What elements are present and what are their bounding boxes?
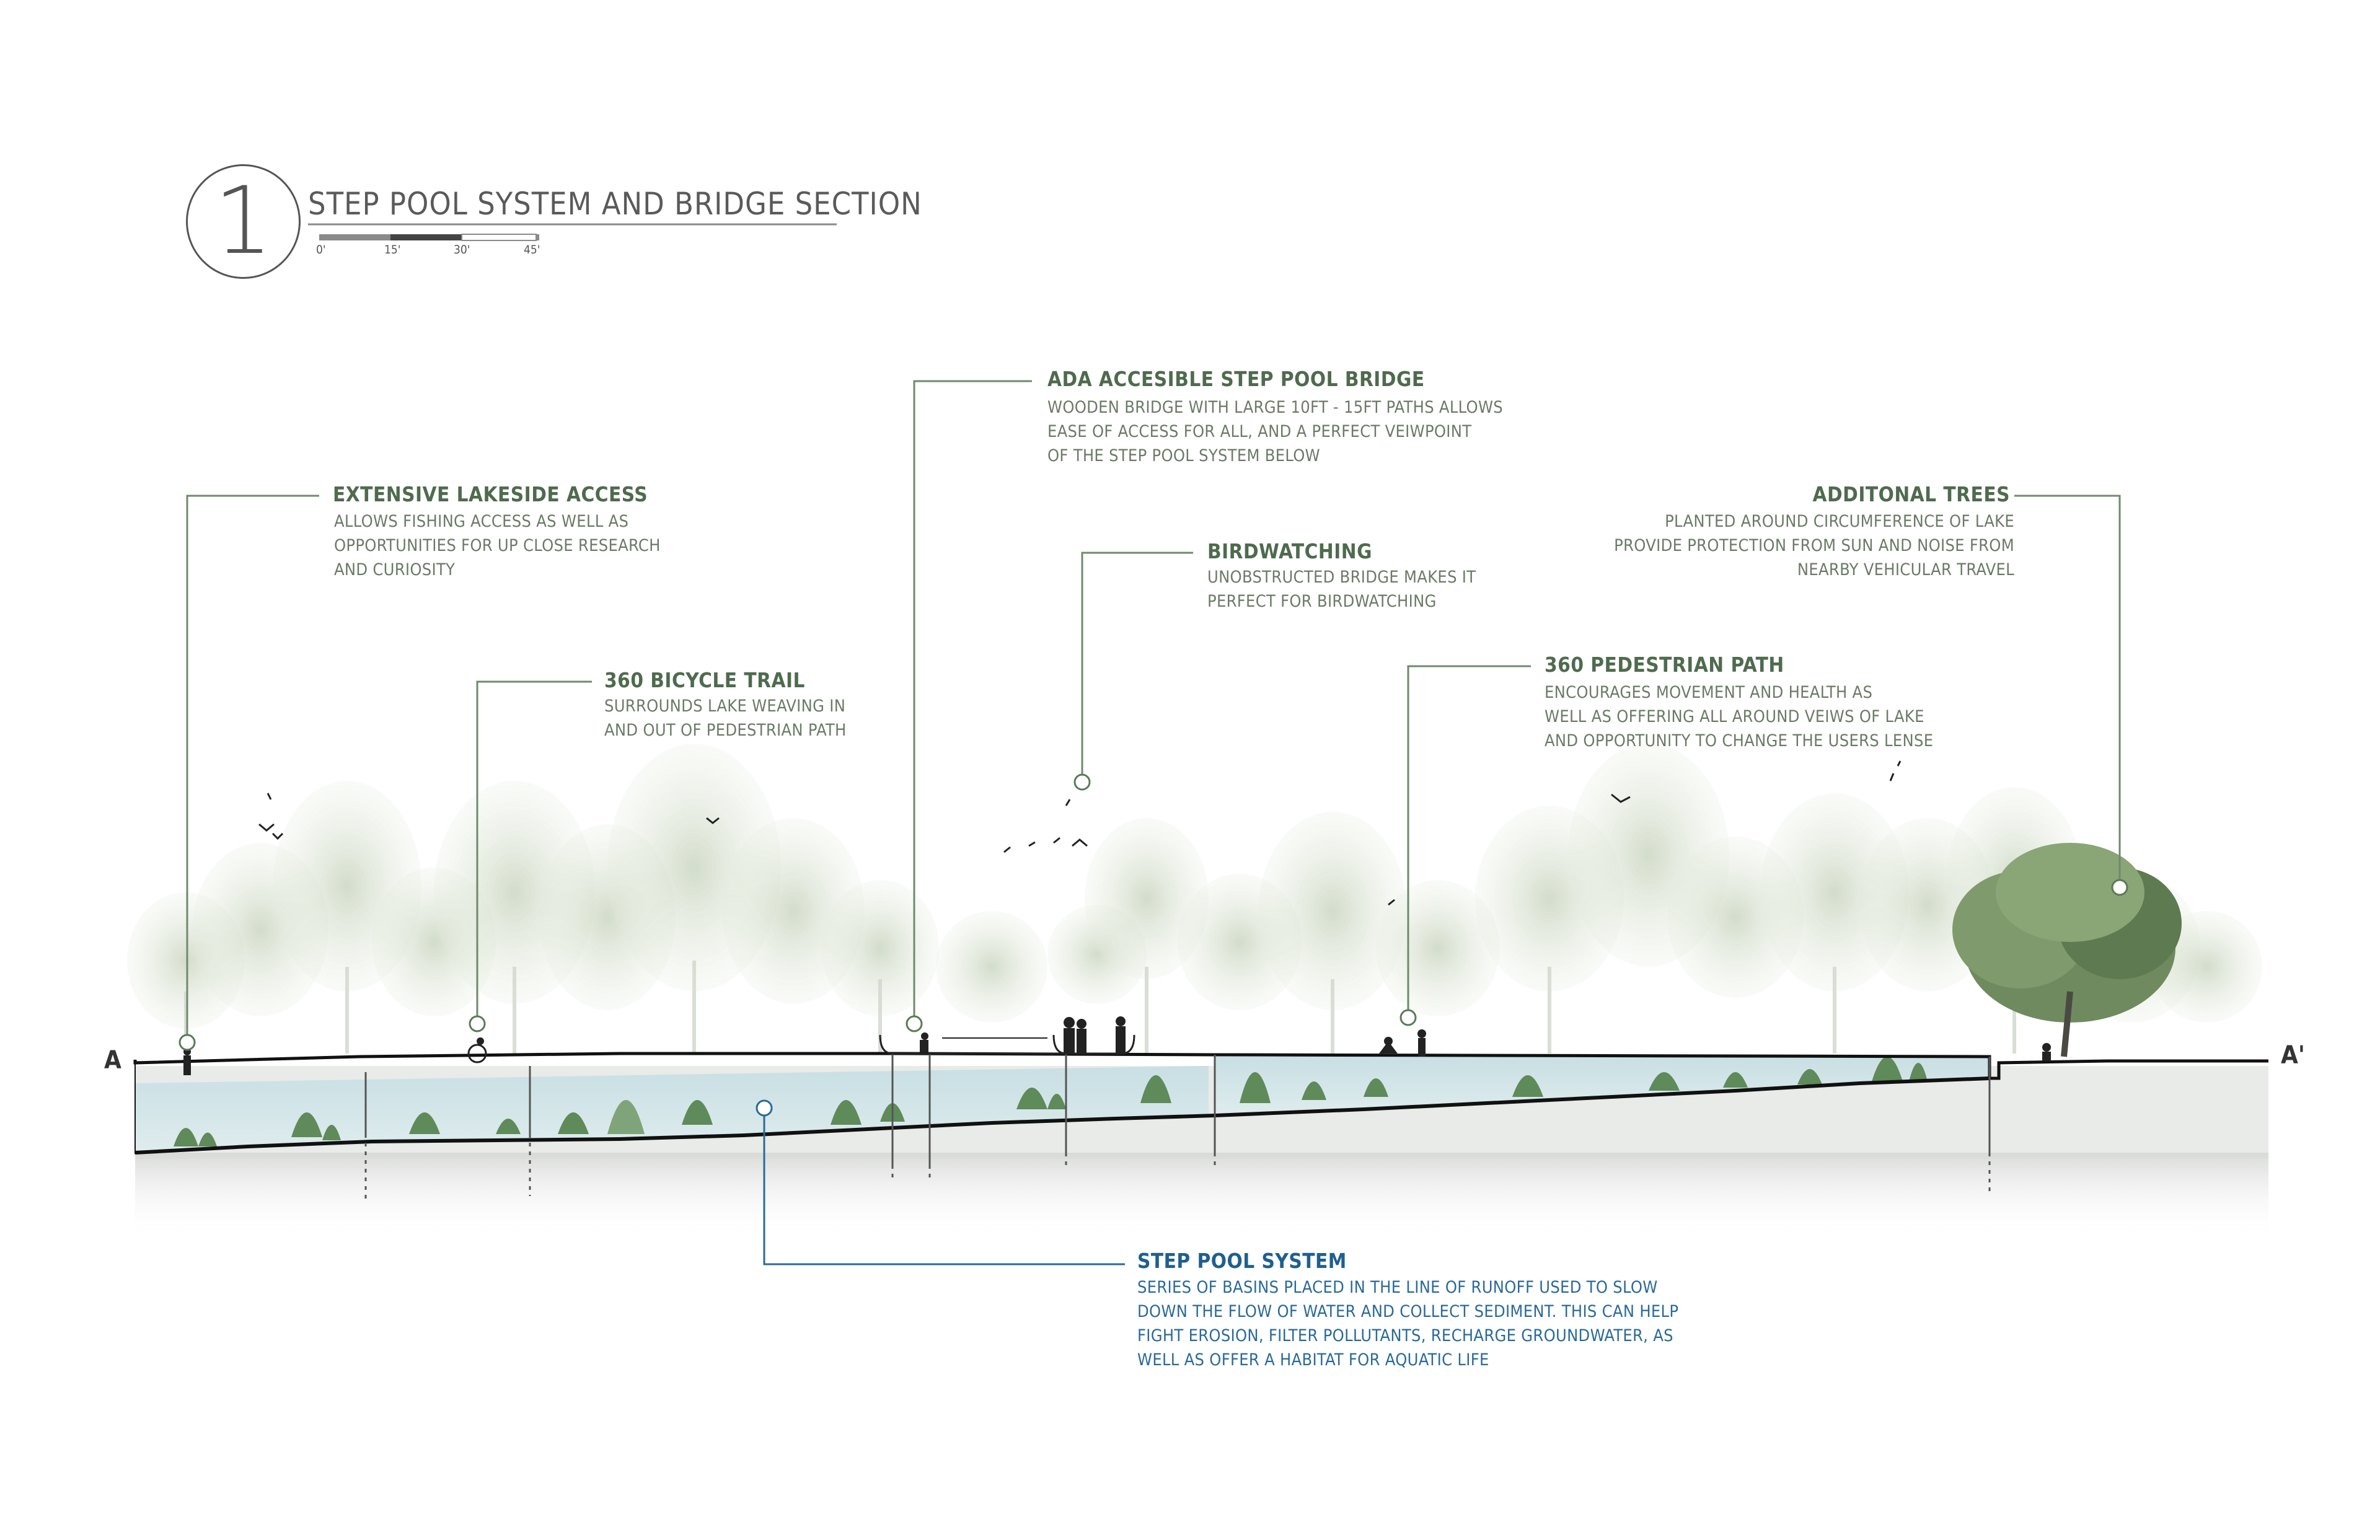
scale-label-30: 30' xyxy=(454,243,470,257)
section-number: 1 xyxy=(186,164,301,279)
callout-title: 360 PEDESTRIAN PATH xyxy=(1545,653,1784,677)
pool-bottom-line xyxy=(134,1076,1990,1155)
callout-title: 360 BICYCLE TRAIL xyxy=(604,668,805,692)
callout-title: BIRDWATCHING xyxy=(1207,539,1373,563)
birds xyxy=(258,760,1902,906)
background-trees xyxy=(127,744,2262,1054)
callout-title: ADA ACCESIBLE STEP POOL BRIDGE xyxy=(1047,367,1425,391)
foreground-tree xyxy=(1952,843,2182,1057)
aquatic-plants xyxy=(174,1057,1928,1146)
callout-title: ADDITONAL TREES xyxy=(1812,482,2010,506)
leader-lines xyxy=(186,380,2121,1038)
callout-body: WOODEN BRIDGE WITH LARGE 10FT - 15FT PAT… xyxy=(1047,398,1503,465)
callout-body: PLANTED AROUND CIRCUMFERENCE OF LAKE PRO… xyxy=(1614,512,2014,579)
scale-label-45: 45' xyxy=(524,243,540,257)
callout-title: EXTENSIVE LAKESIDE ACCESS xyxy=(333,482,648,506)
callout-body: ENCOURAGES MOVEMENT AND HEALTH AS WELL A… xyxy=(1545,683,1934,750)
ground-line xyxy=(133,1052,2268,1080)
scale-label-15: 15' xyxy=(384,243,401,257)
section-marker-start: A xyxy=(104,1046,121,1075)
scale-bar xyxy=(308,223,837,241)
step-pools xyxy=(135,1057,1990,1151)
section-marker-end: A' xyxy=(2281,1041,2305,1070)
callout-body: SERIES OF BASINS PLACED IN THE LINE OF R… xyxy=(1137,1278,1679,1370)
leader-dots xyxy=(178,773,2128,1051)
callout-body: SURROUNDS LAKE WEAVING IN AND OUT OF PED… xyxy=(604,697,847,740)
bridge xyxy=(879,1034,1135,1055)
scale-label-0: 0' xyxy=(316,243,326,257)
section-title: STEP POOL SYSTEM AND BRIDGE SECTION xyxy=(308,186,922,222)
callout-body: ALLOWS FISHING ACCESS AS WELL AS OPPORTU… xyxy=(334,512,661,579)
callout-body: UNOBSTRUCTED BRIDGE MAKES IT PERFECT FOR… xyxy=(1207,568,1476,611)
callout-title: STEP POOL SYSTEM xyxy=(1137,1249,1347,1273)
